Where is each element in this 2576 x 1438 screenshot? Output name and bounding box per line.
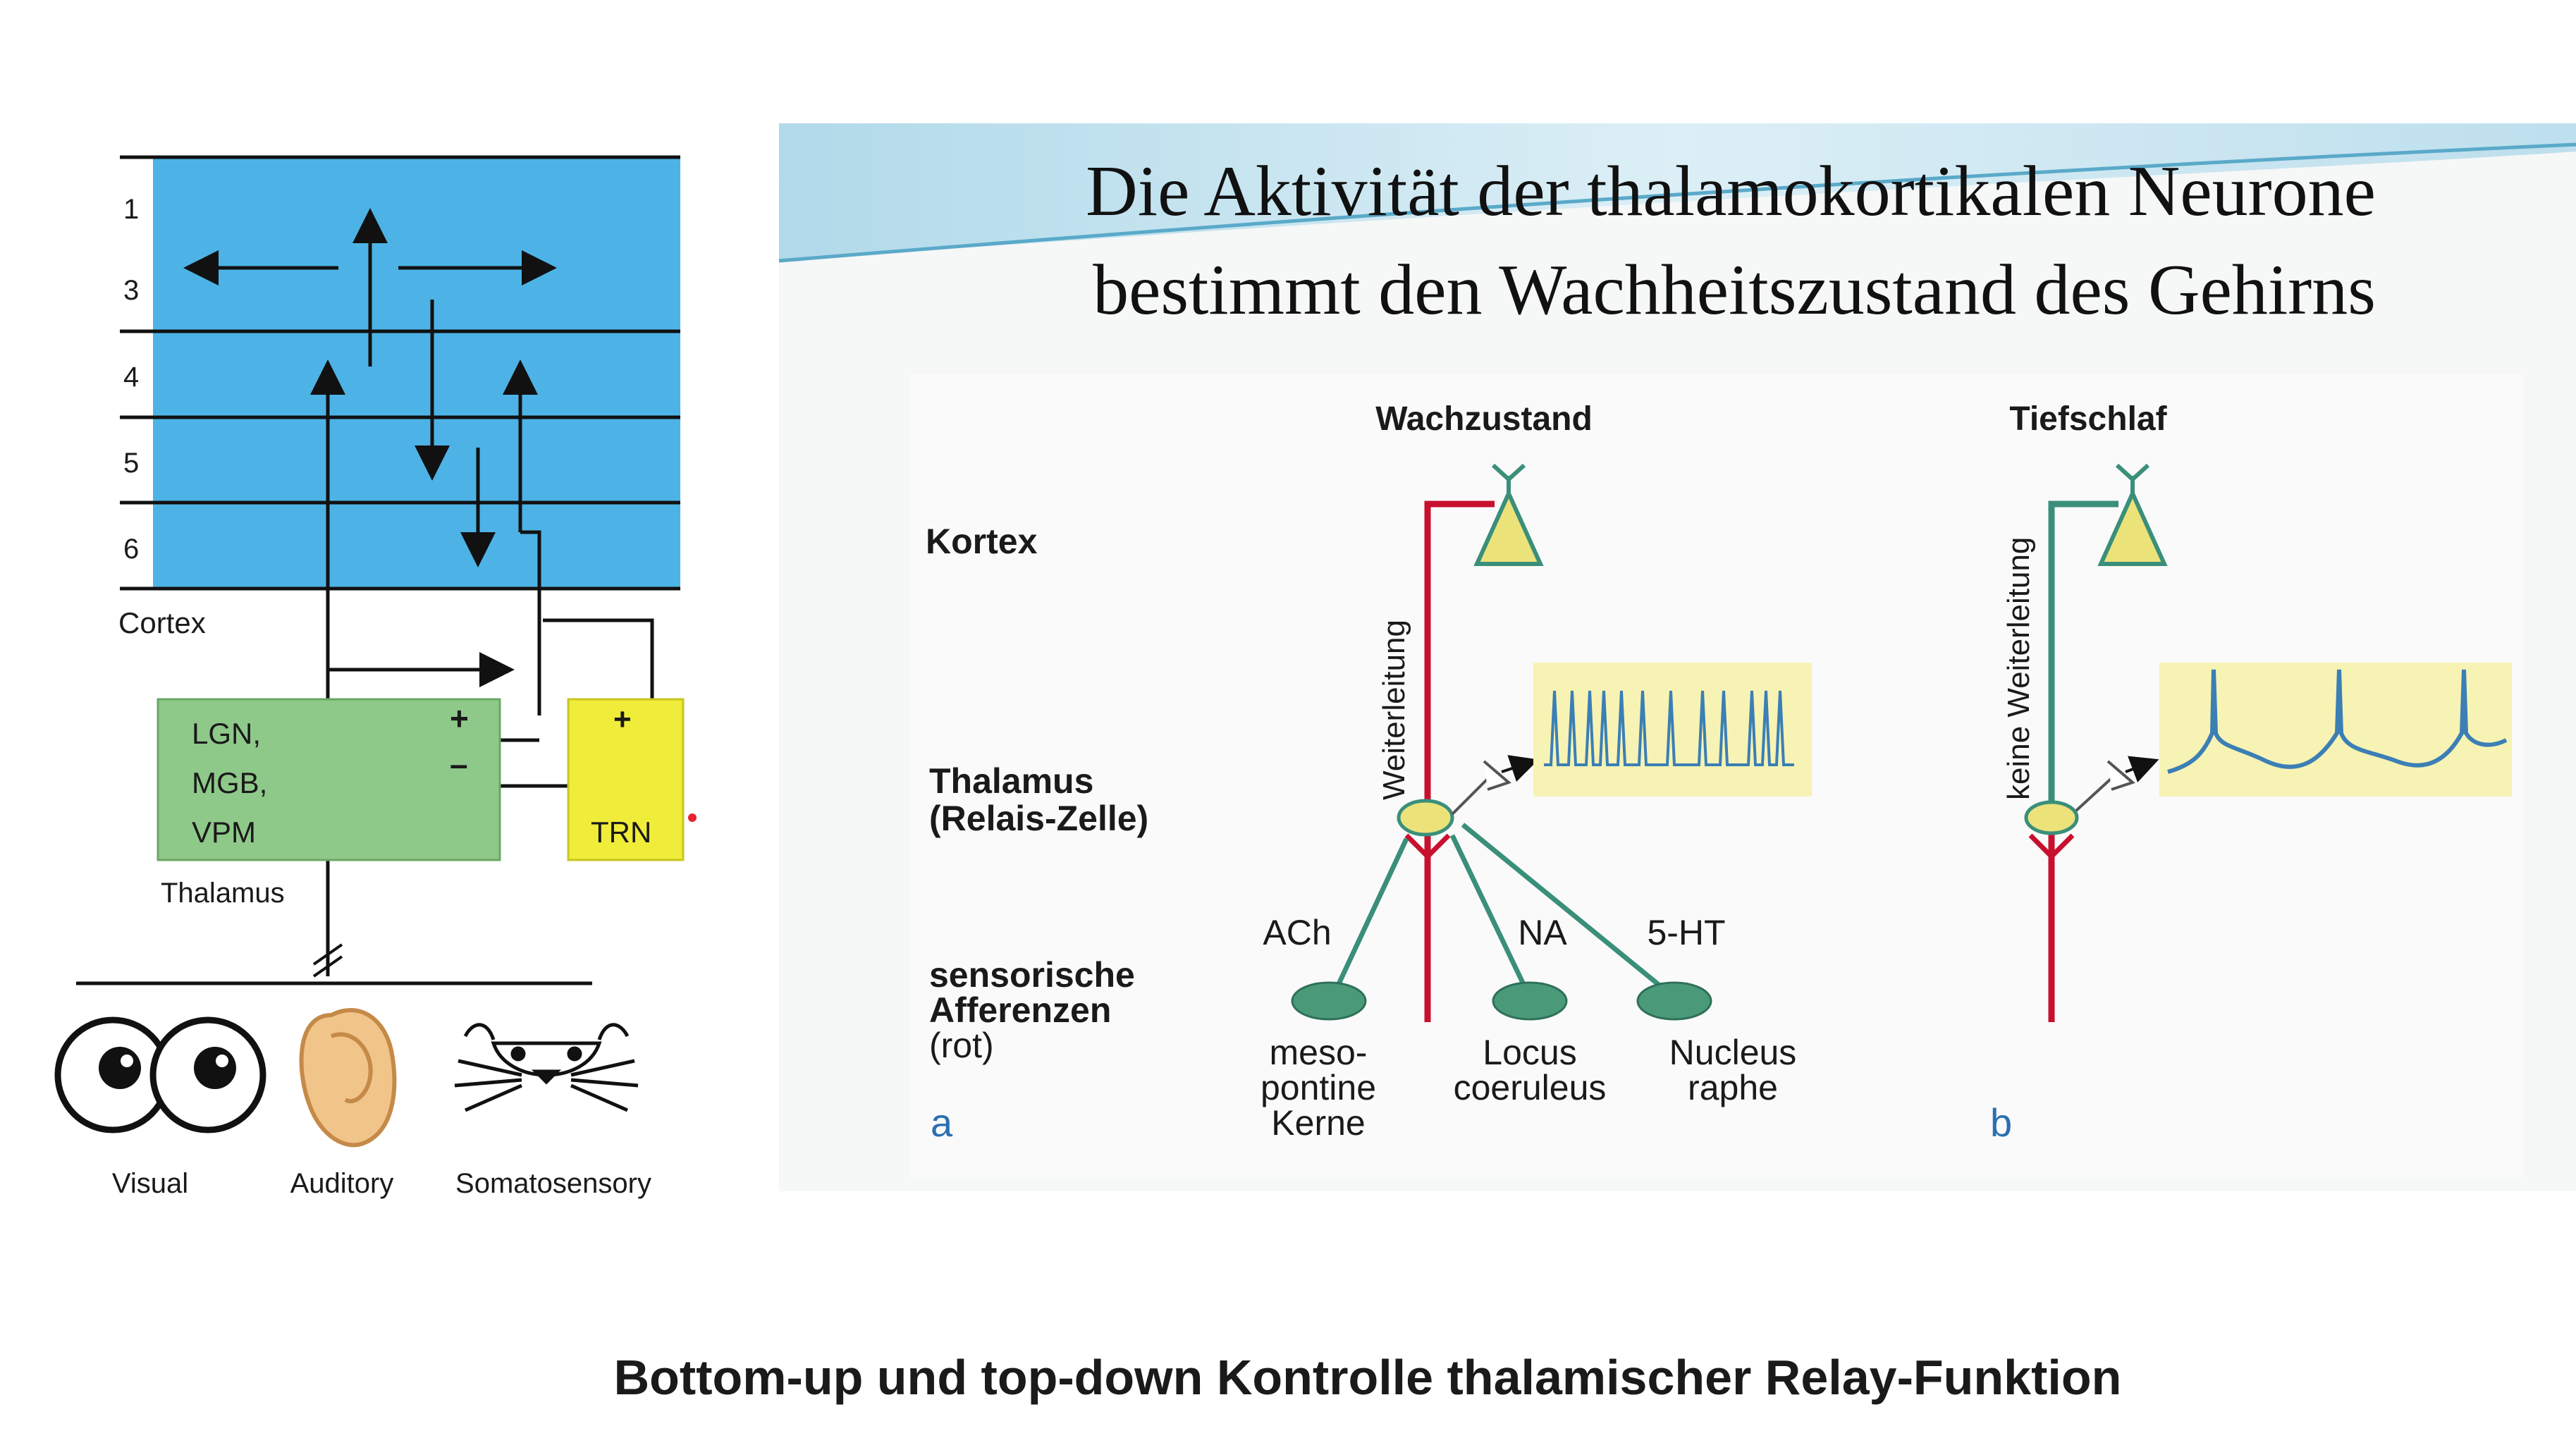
keine-weiterleitung-label: keine Weiterleitung [2001, 537, 2036, 800]
awake-neuron-circuit [1291, 463, 1712, 1022]
weiterleitung-label: Weiterleitung [1377, 620, 1411, 800]
layer-label-4: 4 [123, 362, 139, 393]
tonic-firing-trace [1533, 663, 1812, 797]
nucleus-vpm: VPM [192, 816, 256, 849]
cortex-block [120, 155, 680, 591]
transmitter-5ht: 5-HT [1647, 913, 1725, 952]
thalamus-relay-box [157, 698, 501, 861]
pointer-dot [688, 813, 697, 822]
thalamus-label: Thalamus [161, 878, 285, 909]
row-label-kortex: Kortex [926, 522, 1038, 561]
eyes-icon [54, 1016, 266, 1133]
nucleus-locus-2: coeruleus [1454, 1068, 1607, 1107]
trn-box [567, 698, 685, 861]
nucleus-raphe-1: Nucleus [1669, 1033, 1797, 1072]
row-label-thalamus: Thalamus [929, 761, 1093, 801]
layer-label-6: 6 [123, 534, 139, 565]
row-label-afferent-1: sensorische [929, 955, 1135, 995]
panel-b-letter: b [1990, 1100, 2012, 1145]
layer-label-1: 1 [123, 194, 139, 225]
whiskers-icon [454, 1023, 639, 1112]
cortex-label: Cortex [118, 606, 206, 639]
row-label-relay-cell: (Relais-Zelle) [929, 799, 1148, 838]
slide-title-line2: bestimmt den Wachheitszustand des Gehirn… [1093, 250, 2376, 330]
trn-label: TRN [591, 816, 651, 849]
row-label-afferent-3: (rot) [929, 1026, 994, 1065]
nucleus-mgb: MGB, [192, 766, 267, 799]
nucleus-meso-3: Kerne [1271, 1103, 1365, 1143]
minus-sign-relay: – [450, 746, 468, 782]
transmitter-ach: ACh [1263, 913, 1331, 952]
slide-title-line1: Die Aktivität der thalamokortikalen Neur… [1086, 152, 2376, 231]
sense-label-visual: Visual [112, 1168, 188, 1199]
plus-sign-relay: + [450, 700, 469, 737]
transmitter-na: NA [1518, 913, 1567, 952]
layer-label-5: 5 [123, 448, 139, 479]
axon-break-slash [312, 943, 343, 978]
sleep-neuron-circuit [2024, 463, 2168, 1022]
burst-firing-trace [2159, 663, 2512, 797]
layer-label-3: 3 [123, 275, 139, 306]
sense-label-auditory: Auditory [290, 1168, 394, 1199]
sense-label-somatosensory: Somatosensory [455, 1168, 651, 1199]
panel-a-title: Wachzustand [1375, 400, 1593, 438]
nucleus-meso-1: meso- [1270, 1033, 1368, 1072]
panel-b-title: Tiefschlaf [2009, 400, 2167, 438]
slide-caption: Bottom-up und top-down Kontrolle thalami… [614, 1350, 2122, 1405]
panel-a-letter: a [931, 1100, 953, 1145]
ear-icon [299, 1008, 397, 1148]
nucleus-locus-1: Locus [1483, 1033, 1576, 1072]
row-label-afferent-2: Afferenzen [929, 990, 1111, 1030]
plus-sign-trn: + [613, 702, 632, 737]
nucleus-meso-2: pontine [1261, 1068, 1376, 1107]
nucleus-lgn: LGN, [192, 717, 261, 750]
nucleus-raphe-2: raphe [1688, 1068, 1778, 1107]
